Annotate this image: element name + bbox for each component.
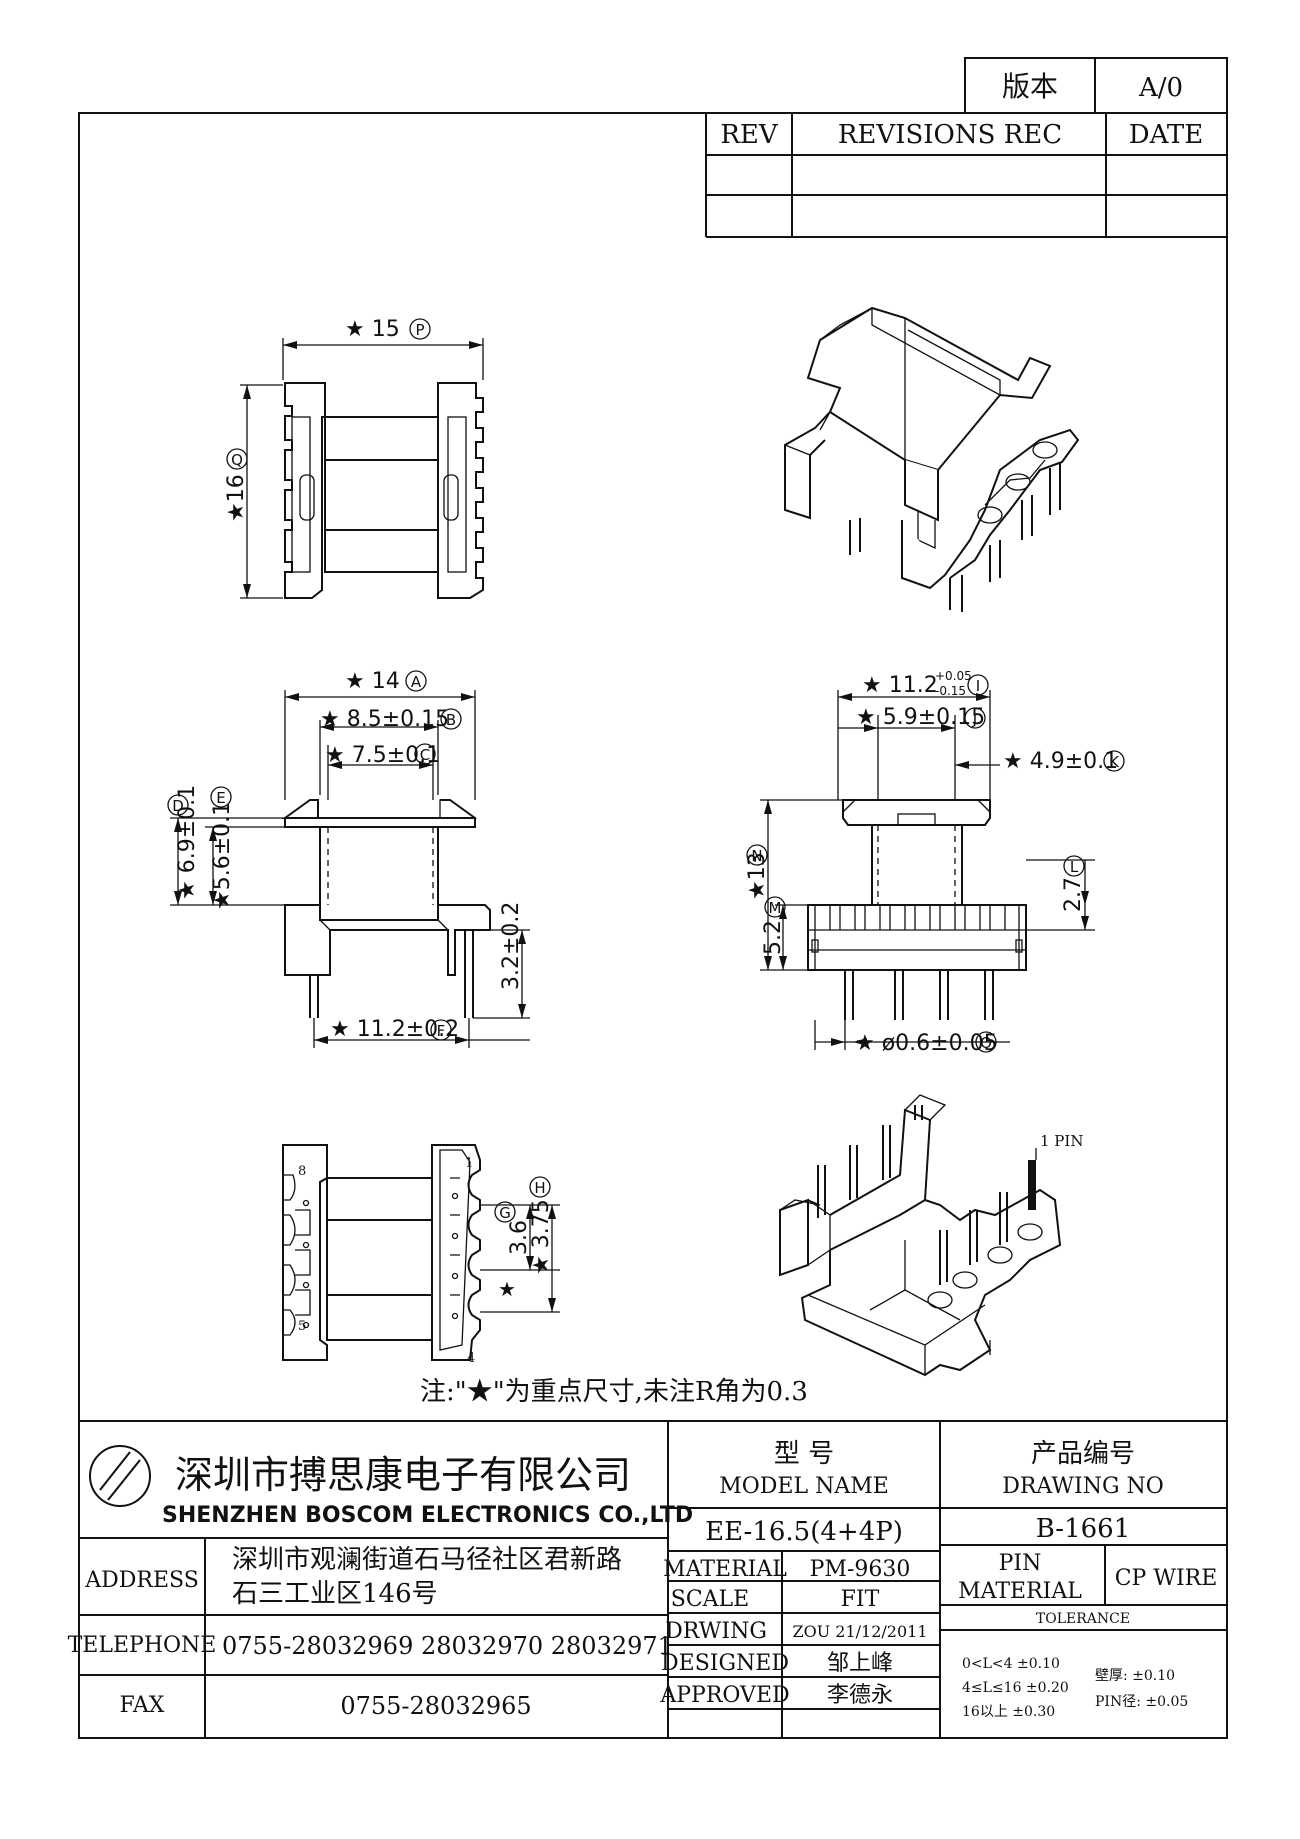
designed-value: 邹上峰 — [827, 1651, 893, 1676]
top-view: ★ 15 P ★16 Q — [224, 317, 484, 599]
balloon-p — [409, 318, 431, 340]
material-value: PM-9630 — [810, 1557, 911, 1582]
balloon-l-letter: L — [1070, 858, 1079, 876]
balloon-e-letter: E — [216, 789, 225, 807]
pin-label-4: 4 — [467, 1351, 475, 1366]
drawing-by-label: DRWING — [665, 1619, 767, 1644]
pin-dia-label: PIN径: ±0.05 — [1095, 1694, 1188, 1710]
telephone-value: 0755-28032969 28032970 28032971 — [222, 1632, 673, 1660]
material-label: MATERIAL — [663, 1557, 787, 1582]
note-text: 注:"★"为重点尺寸,未注R角为0.3 — [420, 1377, 808, 1407]
version-value: A/0 — [1138, 73, 1183, 103]
scale-label: SCALE — [671, 1587, 749, 1612]
company-logo — [89, 1445, 151, 1507]
model-label-cn: 型 号 — [774, 1439, 834, 1469]
pin-label-5: 5 — [298, 1319, 306, 1334]
dim-a-text: ★ 14 — [345, 669, 400, 694]
approved-label: APPROVED — [659, 1683, 789, 1708]
dim-b-text: ★ 8.5±0.15 — [320, 707, 449, 732]
revisions-header: REVISIONS REC — [838, 120, 1062, 150]
model-label-en: MODEL NAME — [719, 1474, 889, 1499]
scale-value: FIT — [841, 1587, 880, 1612]
drawing-label-cn: 产品编号 — [1031, 1439, 1135, 1469]
isometric-bottom-view: 1 PIN — [779, 1094, 1083, 1377]
pin-material-label2: MATERIAL — [958, 1579, 1082, 1604]
balloon-a-letter: A — [411, 673, 422, 691]
wall-label: 壁厚: ±0.10 — [1095, 1668, 1175, 1684]
version-label: 版本 — [1002, 70, 1058, 103]
drawing-value: B-1661 — [1036, 1514, 1131, 1544]
balloon-n-letter: N — [751, 847, 762, 865]
drawing-border — [78, 112, 1228, 1739]
model-value: EE-16.5(4+4P) — [705, 1517, 903, 1547]
pin-1-marker — [1028, 1160, 1036, 1210]
drawing-by-value: ZOU 21/12/2011 — [792, 1622, 927, 1641]
balloon-m-letter: M — [769, 899, 782, 917]
address-line2: 石三工业区146号 — [232, 1579, 438, 1609]
side-view: ★ 11.2 +0.05 -0.15 I ★ 5.9±0.15 J ★ 4.9±… — [745, 669, 1125, 1056]
pin-material-value: CP WIRE — [1115, 1566, 1218, 1591]
isometric-top-view — [784, 306, 1080, 612]
drawing-label-en: DRAWING NO — [1002, 1474, 1164, 1499]
approved-value: 李德永 — [827, 1683, 893, 1708]
pin1-callout: 1 PIN — [1040, 1132, 1083, 1150]
company-name-en: SHENZHEN BOSCOM ELECTRONICS CO.,LTD — [162, 1503, 693, 1528]
balloon-q-letter: Q — [231, 451, 243, 469]
rev-header: REV — [720, 120, 779, 150]
dim-l-text: 2.7 — [1061, 877, 1086, 912]
balloon-j-letter: J — [972, 710, 977, 728]
balloon-g-letter: G — [499, 1204, 511, 1222]
tol-row2: 4≤L≤16 ±0.20 — [962, 1680, 1069, 1696]
bottom-view: 8 5 1 4 3.6 G ★ 3.75 H ★ — [282, 1144, 560, 1366]
balloon-d-letter: D — [172, 797, 184, 815]
balloon-q — [226, 448, 248, 470]
balloon-f-letter: F — [437, 1022, 446, 1040]
dim-g-text: 3.6 — [507, 1220, 532, 1255]
dim-m-text: 5.2 — [761, 920, 786, 955]
pin-material-label1: PIN — [999, 1551, 1042, 1576]
tol-row1: 0<L<4 ±0.10 — [962, 1656, 1060, 1672]
fax-value: 0755-28032965 — [340, 1692, 531, 1720]
revision-block: 版本 A/0 REV REVISIONS REC DATE — [705, 57, 1228, 238]
dim-h-text: ★ 3.75 — [529, 1199, 554, 1275]
dim-i-tol-dn: -0.15 — [935, 684, 966, 698]
balloon-k-letter: K — [1109, 753, 1120, 771]
address-line1: 深圳市观澜街道石马径社区君新路 — [232, 1545, 622, 1575]
telephone-label: TELEPHONE — [68, 1633, 217, 1658]
address-label: ADDRESS — [84, 1568, 199, 1593]
dim-o-text: ★ ø0.6±0.05 — [855, 1031, 998, 1056]
dim-i-main: ★ 11.2 — [862, 673, 938, 698]
dim-e-text: ★5.6±0.1 — [210, 802, 235, 910]
designed-label: DESIGNED — [661, 1651, 789, 1676]
balloon-o-letter: O — [980, 1034, 992, 1052]
balloon-c-letter: C — [420, 746, 430, 764]
dim-i-tol-up: +0.05 — [935, 669, 972, 683]
pin-label-8: 8 — [298, 1164, 306, 1179]
front-view: ★ 14 A ★ 8.5±0.15 B ★ 7.5±0.1 C — [167, 669, 530, 1048]
balloon-p-letter: P — [415, 321, 424, 339]
dim-k-text: ★ 4.9±0.1 — [1003, 749, 1118, 774]
pin-label-1: 1 — [465, 1156, 473, 1171]
dim-p-text: ★ 15 — [345, 317, 400, 342]
dim-32-text: 3.2±0.2 — [499, 902, 524, 990]
dim-star: ★ — [498, 1277, 516, 1301]
dim-q-text: ★16 — [224, 474, 249, 522]
balloon-h-letter: H — [534, 1179, 545, 1197]
title-block: 深圳市搏思康电子有限公司 SHENZHEN BOSCOM ELECTRONICS… — [68, 1420, 1227, 1738]
tol-row3: 16以上 ±0.30 — [962, 1704, 1055, 1720]
fax-label: FAX — [120, 1693, 165, 1718]
balloon-b-letter: B — [446, 711, 456, 729]
date-header: DATE — [1129, 120, 1204, 150]
balloon-i-letter: I — [976, 677, 980, 695]
company-name-cn: 深圳市搏思康电子有限公司 — [175, 1453, 631, 1497]
dim-j-text: ★ 5.9±0.15 — [856, 705, 985, 730]
tolerance-label: TOLERANCE — [1036, 1611, 1130, 1627]
